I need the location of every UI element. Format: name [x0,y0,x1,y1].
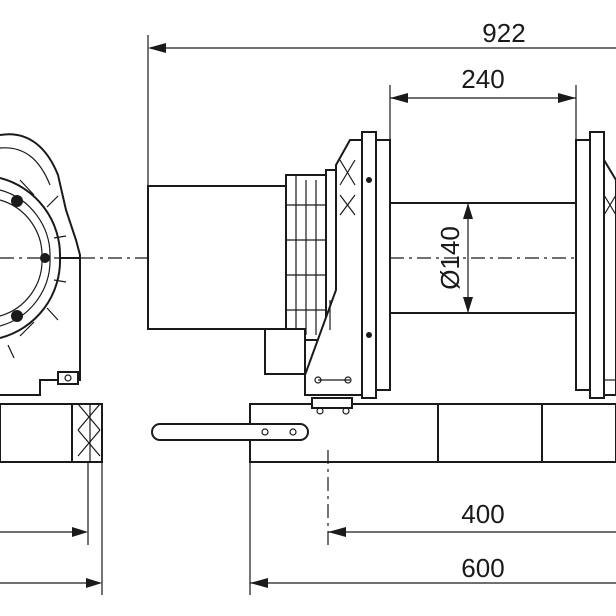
dimension-base-length: 600 [250,553,616,588]
dimension-drum-length: 240 [390,64,576,103]
dimension-mount-spacing: 400 [328,499,616,537]
arrow-left-icon [250,578,268,588]
mount-spacing-label: 400 [461,499,504,529]
front-view [147,35,616,595]
end-view [0,133,103,595]
dimension-overall-length: 922 [148,18,616,53]
arrow-left-icon [390,93,408,103]
drum-diameter-label: Ø140 [435,226,465,290]
motor-body [147,185,287,330]
bolt-icon [11,195,23,207]
arrow-up-icon [463,203,473,219]
drum-flange-right [575,139,591,391]
drum-length-label: 240 [461,64,504,94]
bolt-icon [11,310,23,322]
base-length-label: 600 [461,553,504,583]
bolt-icon [40,253,50,263]
handle-lever [151,423,309,441]
arrow-left-icon [148,43,166,53]
arrow-down-icon [463,297,473,313]
drum-flange-left [361,131,377,399]
arrow-left-icon [328,527,346,537]
dimension-drum-diameter: Ø140 [435,203,473,313]
arrow-right-icon [558,93,576,103]
overall-length-label: 922 [482,18,525,48]
